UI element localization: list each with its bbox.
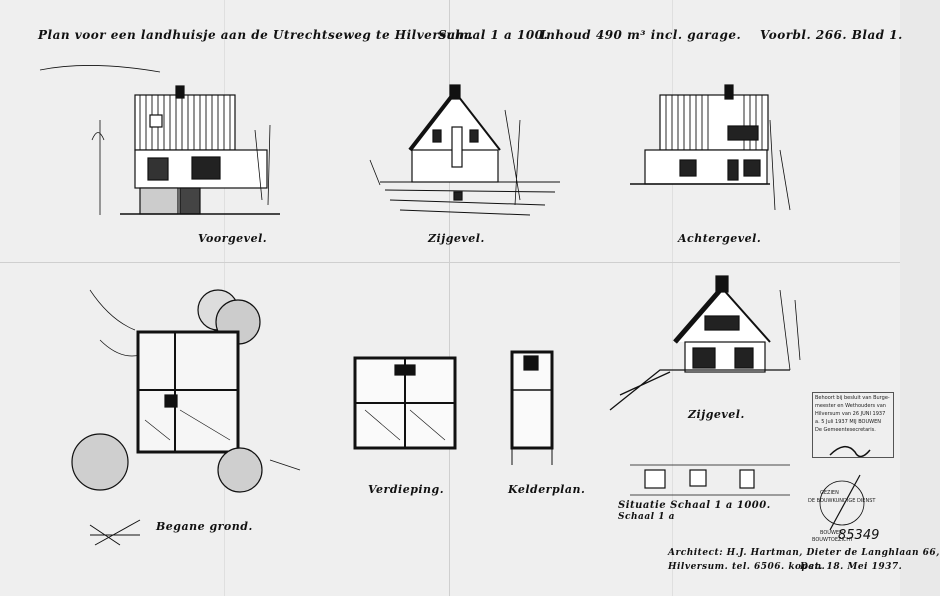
drawing-sheet-number: Voorbl. 266. Blad 1. [760, 28, 903, 42]
approval-stamp-line: meester en Wethouders van [815, 403, 886, 409]
archive-stamp-line: DE BOUWKUNDIGE DIENST [808, 498, 876, 504]
label-side-elevation-1: Zijgevel. [428, 232, 485, 245]
architect-address: Architect: H.J. Hartman, Dieter de Langh… [668, 548, 940, 558]
architect-city: Hilversum. tel. 6506. kopen. [668, 562, 826, 572]
label-first-floor: Verdieping. [368, 483, 445, 496]
label-rear-elevation: Achtergevel. [678, 232, 762, 245]
archive-stamp-ring [819, 480, 865, 526]
label-ground-floor: Begane grond. [156, 520, 253, 533]
approval-stamp: Behoort bij besluit van Burge- meester e… [812, 392, 894, 458]
rear-elevation [630, 84, 791, 211]
front-elevation [91, 85, 280, 215]
archive-stamp-line: BOUWTOEZICHT [812, 537, 854, 543]
label-situation: Situatie Schaal 1 a 1000. [618, 500, 771, 511]
situation-plan [630, 464, 790, 496]
first-floor-plan [353, 356, 457, 450]
signature [829, 446, 871, 458]
approval-stamp-line: Behoort bij besluit van Burge- [815, 395, 890, 401]
label-cellar: Kelderplan. [508, 483, 586, 496]
fold-line-horizontal [0, 262, 900, 263]
archive-number: 85349 [838, 528, 880, 543]
side-elevation-1 [369, 84, 560, 216]
drawing-title: Plan voor een landhuisje aan de Utrechts… [38, 28, 474, 42]
drawing-content: Inhoud 490 m³ incl. garage. [540, 28, 742, 42]
label-side-elevation-2: Zijgevel. [688, 408, 745, 421]
label-situation-scale: Schaal 1 a [618, 512, 675, 522]
side-elevation-2 [609, 275, 801, 411]
ground-floor-plan [71, 289, 301, 546]
drawing-scale: Schaal 1 a 100. [438, 28, 549, 42]
drawings-canvas [39, 65, 871, 546]
label-front-elevation: Voorgevel. [198, 232, 268, 245]
approval-stamp-line: a. 5 Juli 1937 MIJ BOUWEN [815, 419, 881, 425]
approval-stamp-line: Hilversum van 26 JUNI 1937 [815, 411, 886, 417]
drawing-date: Dat. 18. Mei 1937. [800, 562, 903, 572]
archive-stamp-line: GEZIEN [820, 490, 839, 496]
sketch-arc [39, 65, 161, 73]
cellar-plan [510, 350, 554, 465]
fold-line-vertical-right [672, 0, 673, 596]
fold-line-vertical [449, 0, 450, 596]
approval-stamp-line: De Gemeentesecretaris. [815, 427, 876, 433]
archive-stamp-line: BOUWEN [820, 530, 843, 536]
